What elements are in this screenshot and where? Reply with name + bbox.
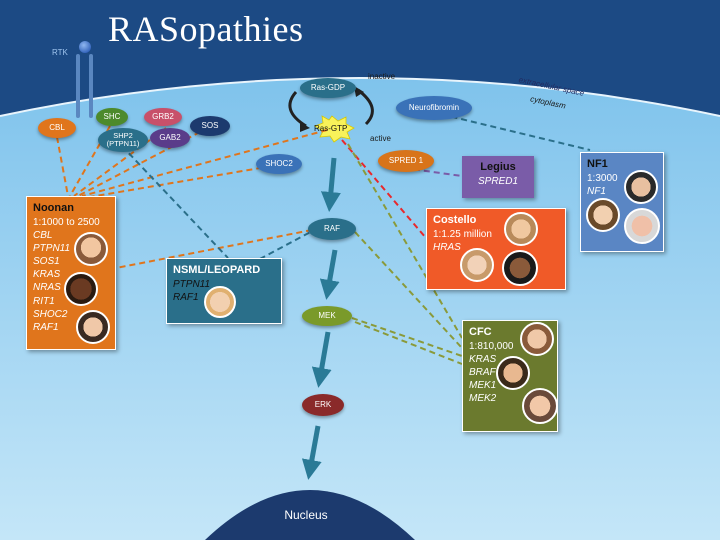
- noonan-photo-1: [74, 232, 108, 266]
- cbl-node: CBL: [38, 118, 76, 138]
- cfc-gene: MEK2: [469, 393, 497, 405]
- cfc-gene: BRAF: [469, 366, 496, 378]
- ras-gdp-node: Ras-GDP: [300, 78, 356, 98]
- legius-gene: SPRED1: [477, 175, 518, 187]
- costello-gene: HRAS: [433, 241, 461, 253]
- grb2-node: GRB2: [144, 108, 182, 126]
- shp2-gene-label: (PTPN11): [106, 139, 140, 148]
- cfc-prevalence: 1:810,000: [469, 340, 514, 352]
- legius-title: Legius: [480, 161, 516, 173]
- mek-node: MEK: [302, 306, 352, 326]
- rtk-receptor: [76, 41, 93, 118]
- shc-label: SHC: [103, 111, 121, 121]
- ras-gtp-label: Ras-GTP: [314, 124, 348, 133]
- nucleus-label: Nucleus: [284, 508, 328, 522]
- grb2-label: GRB2: [152, 111, 174, 121]
- noonan-gene: PTPN11: [33, 242, 71, 254]
- sos-node: SOS: [190, 116, 230, 136]
- raf-node: RAF: [308, 218, 356, 240]
- gab2-label: GAB2: [159, 132, 181, 142]
- mek-label: MEK: [318, 310, 336, 320]
- costello-box: Costello 1:1.25 million HRAS: [426, 208, 566, 290]
- noonan-prevalence: 1:1000 to 2500: [33, 216, 100, 228]
- spred1-label: SPRED 1: [388, 155, 424, 165]
- nsml-gene: PTPN11: [173, 278, 211, 290]
- rtk-label: RTK: [52, 48, 68, 57]
- shoc2-label: SHOC2: [265, 158, 293, 168]
- noonan-gene: SOS1: [33, 256, 60, 268]
- cfc-title: CFC: [469, 326, 492, 338]
- legius-box: Legius SPRED1: [462, 156, 534, 198]
- neurofibromin-node: Neurofibromin: [396, 96, 472, 120]
- inactive-label: inactive: [368, 72, 396, 81]
- noonan-title: Noonan: [33, 202, 74, 214]
- ras-gdp-label: Ras-GDP: [310, 82, 346, 92]
- costello-photo-1: [504, 212, 538, 246]
- nsml-gene: RAF1: [173, 291, 199, 303]
- nf1-gene: NF1: [587, 185, 606, 197]
- nf1-photo-2: [586, 198, 620, 232]
- noonan-gene: SHOC2: [33, 308, 68, 320]
- shc-node: SHC: [96, 108, 128, 126]
- shoc2-node: SHOC2: [256, 154, 302, 174]
- nsml-photo: [204, 286, 236, 318]
- spred1-node: SPRED 1: [378, 150, 434, 172]
- noonan-gene: RAF1: [33, 322, 59, 334]
- noonan-gene: RIT1: [33, 295, 55, 307]
- cfc-photo-3: [522, 388, 558, 424]
- ras-gtp-star: [314, 115, 355, 143]
- nsml-title: NSML/LEOPARD: [173, 264, 261, 276]
- shp2-label: SHP2: [113, 130, 133, 140]
- nf1-title: NF1: [587, 158, 608, 170]
- nucleus-shape: [205, 490, 415, 540]
- nf1-photo-3: [624, 208, 660, 244]
- cfc-photo-1: [520, 322, 554, 356]
- cfc-gene: KRAS: [469, 353, 497, 365]
- neurofibromin-label: Neurofibromin: [408, 102, 460, 112]
- nf1-prevalence: 1:3000: [587, 172, 618, 184]
- noonan-gene: NRAS: [33, 282, 61, 294]
- shp2-node: SHP2 (PTPN11): [98, 128, 148, 152]
- costello-title: Costello: [433, 214, 477, 226]
- gab2-node: GAB2: [150, 128, 190, 148]
- cbl-label: CBL: [49, 122, 65, 132]
- cfc-photo-2: [496, 356, 530, 390]
- costello-prevalence: 1:1.25 million: [433, 228, 492, 240]
- cfc-gene: MEK1: [469, 380, 497, 392]
- noonan-gene: KRAS: [33, 269, 61, 281]
- noonan-gene: CBL: [33, 229, 53, 241]
- page-title: RASopathies: [108, 9, 304, 49]
- sos-label: SOS: [201, 120, 219, 130]
- cell-membrane: [0, 77, 720, 117]
- nf1-photo-1: [624, 170, 658, 204]
- noonan-photo-2: [64, 272, 98, 306]
- costello-photo-2: [460, 248, 494, 282]
- pathway-arrows: [301, 157, 341, 480]
- raf-label: RAF: [324, 223, 340, 233]
- erk-node: ERK: [302, 394, 344, 416]
- noonan-photo-3: [76, 310, 110, 344]
- erk-label: ERK: [314, 399, 332, 409]
- active-label: active: [370, 134, 391, 143]
- costello-photo-3: [502, 250, 538, 286]
